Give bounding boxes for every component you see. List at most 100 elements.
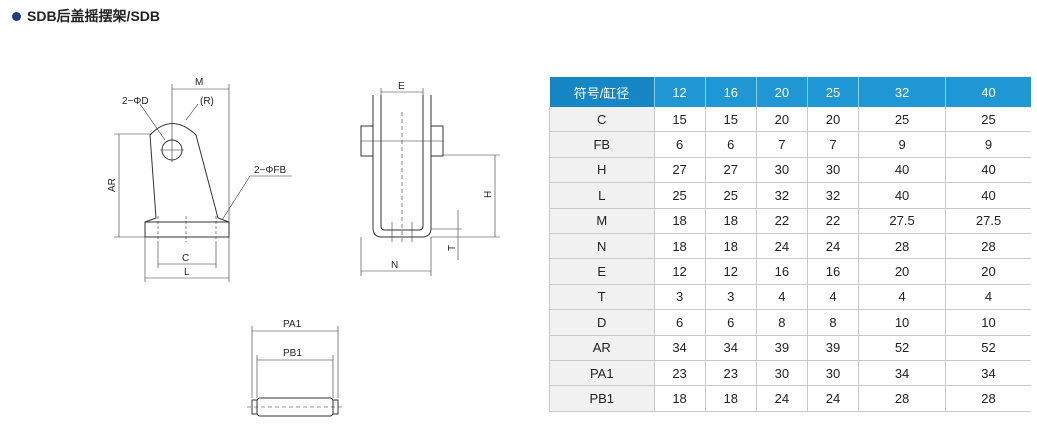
spec-table-header-row: 符号/缸径 12 16 20 25 32 40: [549, 77, 1031, 107]
label-2-phi-d: 2−ΦD: [122, 96, 149, 107]
label-r: (R): [200, 96, 214, 107]
value-cell: 3: [654, 284, 706, 311]
technical-drawing: M 2−ΦD (R) AR 2−ΦFB C L E H T N PA1 PB1: [107, 77, 500, 417]
value-cell: 15: [705, 107, 757, 133]
value-cell: 23: [654, 360, 706, 387]
value-cell: 4: [858, 284, 947, 311]
value-cell: 27.5: [945, 208, 1031, 234]
label-e: E: [398, 81, 405, 92]
row-label-cell: D: [549, 309, 655, 336]
row-label-cell: H: [549, 157, 655, 184]
value-cell: 7: [807, 131, 860, 158]
value-cell: 20: [945, 258, 1031, 285]
value-cell: 34: [945, 360, 1031, 387]
value-cell: 39: [807, 335, 860, 361]
value-cell: 6: [705, 131, 757, 158]
value-cell: 40: [858, 182, 947, 209]
value-cell: 8: [756, 309, 808, 336]
label-2-phi-fb: 2−ΦFB: [254, 165, 286, 176]
value-cell: 22: [807, 208, 860, 234]
value-cell: 10: [858, 309, 947, 336]
pin-view: [247, 326, 342, 417]
value-cell: 34: [705, 335, 757, 361]
label-pb1: PB1: [283, 348, 302, 359]
header-col-12: 12: [654, 77, 706, 107]
value-cell: 30: [756, 157, 808, 184]
value-cell: 18: [705, 208, 757, 234]
label-l: L: [184, 267, 190, 278]
value-cell: 32: [807, 182, 860, 209]
value-cell: 16: [756, 258, 808, 285]
value-cell: 32: [756, 182, 808, 209]
label-h: H: [483, 191, 494, 198]
value-cell: 20: [807, 107, 860, 133]
value-cell: 24: [807, 233, 860, 260]
value-cell: 25: [654, 182, 706, 209]
value-cell: 25: [705, 182, 757, 209]
value-cell: 15: [654, 107, 706, 133]
value-cell: 9: [858, 131, 947, 158]
row-label-cell: T: [549, 284, 655, 311]
row-label-cell: PB1: [549, 385, 655, 412]
value-cell: 24: [807, 385, 860, 412]
row-label-cell: E: [549, 258, 655, 285]
value-cell: 6: [654, 309, 706, 336]
row-label-cell: L: [549, 182, 655, 209]
value-cell: 52: [858, 335, 947, 361]
value-cell: 39: [756, 335, 808, 361]
value-cell: 27.5: [858, 208, 947, 234]
value-cell: 40: [945, 157, 1031, 184]
value-cell: 40: [945, 182, 1031, 209]
value-cell: 34: [858, 360, 947, 387]
label-c: C: [182, 253, 189, 264]
value-cell: 28: [945, 233, 1031, 260]
value-cell: 6: [705, 309, 757, 336]
row-label-cell: PA1: [549, 360, 655, 387]
value-cell: 25: [945, 107, 1031, 133]
header-label-cell: 符号/缸径: [549, 77, 655, 107]
value-cell: 4: [945, 284, 1031, 311]
value-cell: 30: [807, 157, 860, 184]
value-cell: 18: [654, 385, 706, 412]
front-view: [114, 84, 292, 282]
header-col-20: 20: [756, 77, 808, 107]
label-n: N: [391, 260, 398, 271]
value-cell: 28: [858, 385, 947, 412]
value-cell: 22: [756, 208, 808, 234]
value-cell: 20: [756, 107, 808, 133]
row-label-cell: C: [549, 107, 655, 133]
value-cell: 4: [807, 284, 860, 311]
value-cell: 9: [945, 131, 1031, 158]
value-cell: 30: [756, 360, 808, 387]
value-cell: 30: [807, 360, 860, 387]
value-cell: 8: [807, 309, 860, 336]
value-cell: 18: [654, 208, 706, 234]
value-cell: 4: [756, 284, 808, 311]
value-cell: 27: [705, 157, 757, 184]
value-cell: 28: [858, 233, 947, 260]
value-cell: 10: [945, 309, 1031, 336]
value-cell: 24: [756, 233, 808, 260]
value-cell: 52: [945, 335, 1031, 361]
value-cell: 28: [945, 385, 1031, 412]
value-cell: 25: [858, 107, 947, 133]
header-col-25: 25: [807, 77, 860, 107]
value-cell: 12: [654, 258, 706, 285]
value-cell: 18: [705, 233, 757, 260]
header-col-16: 16: [705, 77, 757, 107]
side-view: [360, 88, 500, 276]
value-cell: 20: [858, 258, 947, 285]
value-cell: 6: [654, 131, 706, 158]
page-title: SDB后盖摇摆架/SDB: [12, 6, 160, 26]
value-cell: 34: [654, 335, 706, 361]
